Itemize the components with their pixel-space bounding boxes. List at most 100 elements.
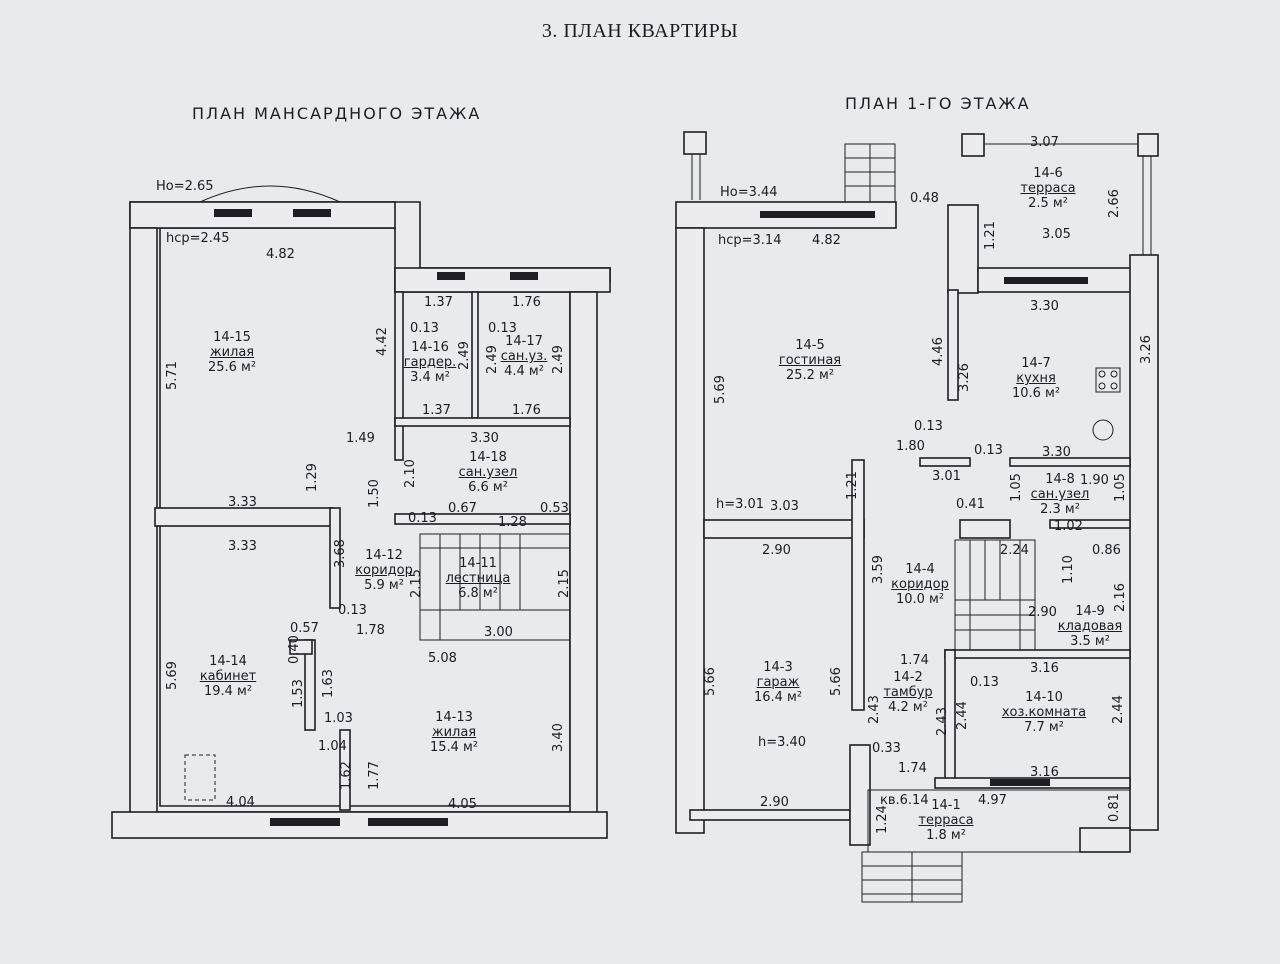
dim-label: 1.21 xyxy=(845,471,860,500)
dim-label: 5.08 xyxy=(428,651,457,666)
dim-label: 2.24 xyxy=(1000,543,1029,558)
dim-label: 0.13 xyxy=(408,511,437,526)
dim-label: 0.33 xyxy=(872,741,901,756)
dim-label: 1.02 xyxy=(1054,519,1083,534)
dim-label: 1.49 xyxy=(346,431,375,446)
attic-height-hcp: hср=2.45 xyxy=(166,231,230,246)
dim-label: 3.01 xyxy=(932,469,961,484)
dim-label: 3.00 xyxy=(484,625,513,640)
dim-label: 2.49 xyxy=(551,345,566,374)
dim-label: 0.86 xyxy=(1092,543,1121,558)
ground-height-ho: Hо=3.44 xyxy=(720,185,778,200)
dim-label: 3.26 xyxy=(957,363,972,392)
dim-label: 1.04 xyxy=(318,739,347,754)
dim-label: 5.66 xyxy=(829,667,844,696)
dim-label: 1.78 xyxy=(356,623,385,638)
dim-label: 1.50 xyxy=(367,479,382,508)
dim-label: 3.16 xyxy=(1030,661,1059,676)
dim-label: 4.42 xyxy=(375,327,390,356)
dim-label: 3.16 xyxy=(1030,765,1059,780)
dim-label: 2.10 xyxy=(403,459,418,488)
dim-label: 1.05 xyxy=(1113,473,1128,502)
dim-label: 0.13 xyxy=(338,603,367,618)
dim-label: 0.13 xyxy=(974,443,1003,458)
ground-floor-walls xyxy=(675,131,1159,903)
ground-height-hcp: hср=3.14 xyxy=(718,233,782,248)
dim-label: 2.90 xyxy=(760,795,789,810)
dim-label: 1.28 xyxy=(498,515,527,530)
dim-label: 2.15 xyxy=(409,569,424,598)
attic-height-ho: Hо=2.65 xyxy=(156,179,214,194)
dim-label: 5.69 xyxy=(713,375,728,404)
dim-label: 0.81 xyxy=(1107,793,1122,822)
dim-label: 5.69 xyxy=(165,661,180,690)
dim-label: 0.13 xyxy=(970,675,999,690)
ground-plan-title: ПЛАН 1-ГО ЭТАЖА xyxy=(845,94,1031,113)
dim-label: 4.82 xyxy=(266,247,295,262)
dim-label: 1.74 xyxy=(898,761,927,776)
dim-label: 2.90 xyxy=(1028,605,1057,620)
ground-height-h2: h=3.40 xyxy=(758,735,807,750)
dim-label: 4.97 xyxy=(978,793,1007,808)
dim-label: 1.74 xyxy=(900,653,929,668)
dim-label: 3.03 xyxy=(770,499,799,514)
dim-label: 1.03 xyxy=(324,711,353,726)
dim-label: 2.43 xyxy=(935,707,950,736)
dim-label: 1.21 xyxy=(983,221,998,250)
dim-label: 2.90 xyxy=(762,543,791,558)
dim-label: 4.05 xyxy=(448,797,477,812)
dim-label: 1.10 xyxy=(1061,555,1076,584)
document-title: 3. ПЛАН КВАРТИРЫ xyxy=(541,20,739,42)
dim-label: 3.05 xyxy=(1042,227,1071,242)
dim-label: 3.33 xyxy=(228,539,257,554)
dim-label: 1.29 xyxy=(305,463,320,492)
dim-label: 2.49 xyxy=(485,345,500,374)
dim-label: 2.66 xyxy=(1107,189,1122,218)
dim-label: 2.49 xyxy=(457,341,472,370)
dim-label: 2.16 xyxy=(1113,583,1128,612)
dim-label: 1.62 xyxy=(339,761,354,790)
dim-label: 3.40 xyxy=(551,723,566,752)
dim-label: 3.30 xyxy=(1042,445,1071,460)
dim-label: 2.43 xyxy=(867,695,882,724)
dim-label: 1.80 xyxy=(896,439,925,454)
dim-label: 0.41 xyxy=(956,497,985,512)
dim-label: 5.71 xyxy=(165,361,180,390)
dim-label: 2.44 xyxy=(1111,695,1126,724)
dim-label: 1.76 xyxy=(512,295,541,310)
dim-label: 1.24 xyxy=(875,805,890,834)
dim-label: 0.57 xyxy=(290,621,319,636)
dim-label: 3.30 xyxy=(1030,299,1059,314)
dim-label: 0.13 xyxy=(410,321,439,336)
dim-label: 0.48 xyxy=(910,191,939,206)
dim-label: 3.07 xyxy=(1030,135,1059,150)
dim-label: 0.40 xyxy=(287,635,302,664)
dim-label: 0.13 xyxy=(914,419,943,434)
attic-floor-walls xyxy=(111,185,611,839)
dim-label: 5.66 xyxy=(703,667,718,696)
dim-label: 1.37 xyxy=(422,403,451,418)
dim-label: 0.13 xyxy=(488,321,517,336)
dim-label: 0.67 xyxy=(448,501,477,516)
dim-label: 3.68 xyxy=(333,539,348,568)
dim-label: 3.30 xyxy=(470,431,499,446)
dim-label: кв.6.14 xyxy=(880,793,929,808)
dim-label: 1.77 xyxy=(367,761,382,790)
dim-label: 1.53 xyxy=(291,679,306,708)
